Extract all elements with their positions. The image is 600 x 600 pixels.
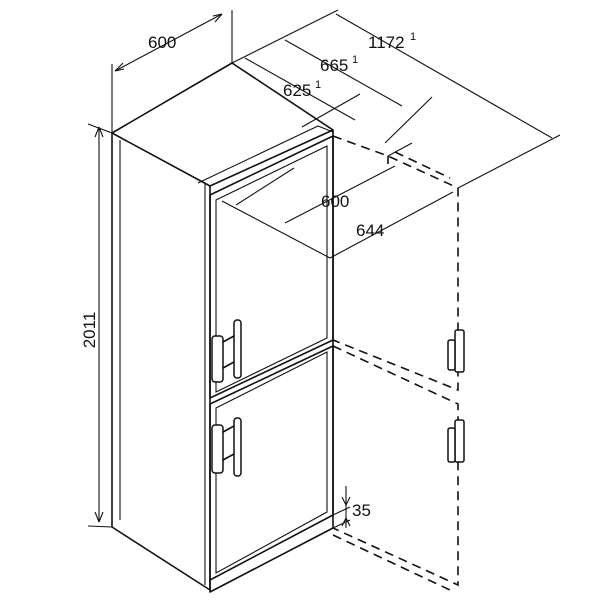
hinge-upper-icon bbox=[448, 330, 464, 372]
note-depth-665: 1 bbox=[352, 54, 358, 66]
fridge-top-rim bbox=[198, 126, 333, 183]
label-depth-665: 665 bbox=[320, 56, 348, 75]
note-depth-1172: 1 bbox=[410, 31, 416, 43]
open-lower-door-bottom bbox=[333, 535, 450, 590]
hinge-lower-icon bbox=[448, 420, 464, 462]
open-upper-door bbox=[333, 136, 458, 390]
fridge-side-bevel bbox=[120, 140, 205, 585]
open-lower-door bbox=[333, 346, 458, 585]
label-depth-625: 625 bbox=[283, 81, 311, 100]
lower-handle-icon bbox=[212, 418, 241, 476]
label-opening-600: 600 bbox=[321, 192, 349, 211]
label-width-top: 600 bbox=[148, 33, 176, 52]
fridge-left-side bbox=[112, 133, 210, 590]
lower-door bbox=[210, 346, 333, 580]
note-depth-625: 1 bbox=[315, 79, 321, 91]
label-depth-1172: 1172 bbox=[368, 33, 405, 52]
dim-width-top bbox=[112, 10, 232, 133]
open-upper-door-inner bbox=[388, 152, 450, 178]
fridge-base bbox=[210, 515, 333, 592]
label-foot-gap: 35 bbox=[352, 501, 371, 520]
label-height: 2011 bbox=[80, 312, 99, 349]
label-opening-644: 644 bbox=[356, 221, 384, 240]
dim-foot-gap bbox=[333, 486, 350, 528]
dim-opening-600 bbox=[236, 143, 412, 223]
